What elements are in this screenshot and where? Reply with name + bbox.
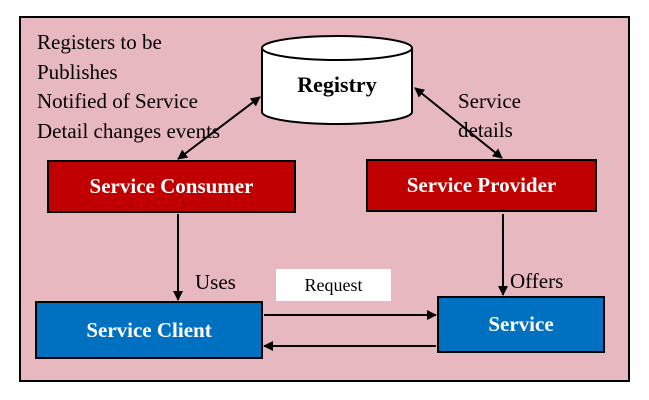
provider-note-line-2: details: [458, 118, 513, 142]
service-client-node: Service Client: [35, 301, 263, 359]
uses-label: Uses: [195, 270, 236, 294]
edge-registry-consumer: [177, 96, 261, 160]
request-label: Request: [276, 269, 391, 301]
service-consumer-node: Service Consumer: [47, 160, 296, 213]
service-node: Service: [437, 296, 605, 353]
registry-label: Registry: [297, 72, 377, 97]
consumer-note-line-1: Registers to be: [37, 30, 162, 54]
edge-registry-provider: [414, 87, 503, 159]
offers-label: Offers: [510, 269, 564, 293]
consumer-note-line-2: Publishes: [37, 60, 118, 84]
provider-note-line-1: Service: [458, 89, 521, 113]
consumer-note-line-3: Notified of Service: [37, 89, 198, 113]
service-provider-node: Service Provider: [366, 159, 597, 212]
registry-cylinder: [261, 35, 413, 125]
consumer-note-line-4: Detail changes events: [37, 119, 221, 143]
